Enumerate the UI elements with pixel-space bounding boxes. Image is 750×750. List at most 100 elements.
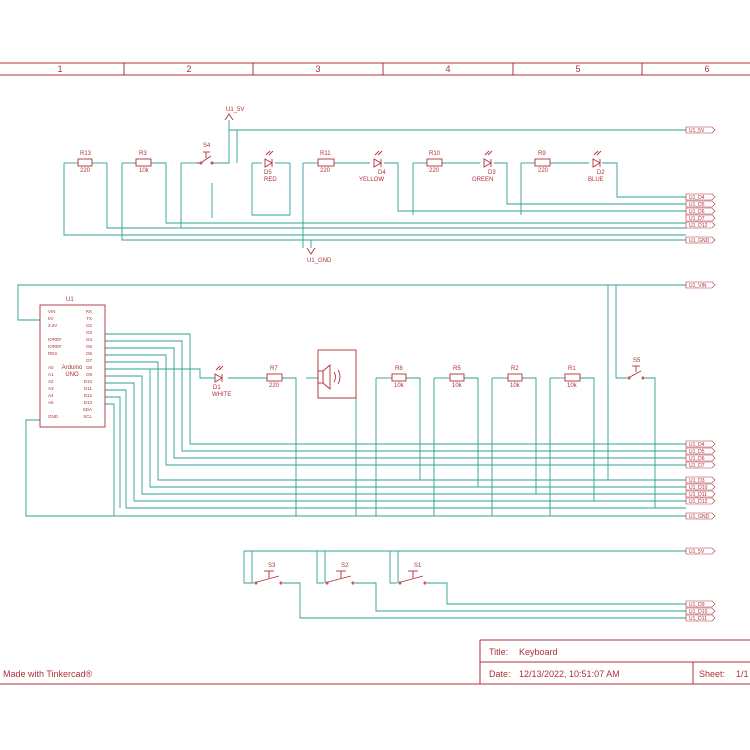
- resistor-r7: R7 220: [266, 366, 283, 389]
- ref-label: R13: [80, 151, 92, 157]
- bottom-ports: U1_5V U1_D9 U1_D10 U1_D11: [685, 547, 716, 622]
- sheet-label: Sheet:: [699, 669, 725, 679]
- ref-label: R11: [320, 151, 331, 157]
- arduino-pin-label: A5: [48, 400, 54, 405]
- arduino-pin-label: A4: [48, 393, 54, 398]
- arduino-pin-label: TX: [86, 316, 92, 321]
- value-label: 220: [429, 168, 440, 174]
- led-d5: D5 RED: [264, 150, 277, 183]
- switch-s5: S5: [627, 358, 645, 380]
- ref-label: R1: [568, 366, 576, 372]
- arduino-pin-label: SCL: [83, 414, 92, 419]
- arduino-pin-label: RX: [86, 309, 92, 314]
- arduino-pin-label: A2: [48, 379, 54, 384]
- arduino-pin-label: D7: [86, 358, 92, 363]
- resistor-r10: R10 220: [426, 151, 443, 174]
- ref-label: R10: [429, 151, 441, 157]
- port-label: U1_GND: [689, 238, 710, 244]
- port-label: U1_D9: [689, 602, 705, 608]
- ref-label: R3: [139, 151, 147, 157]
- arduino-pin-label: IOREF: [48, 337, 62, 342]
- color-label: GREEN: [472, 177, 493, 183]
- column-label: 4: [445, 64, 450, 74]
- resistor-r13: R13 220: [77, 151, 93, 174]
- ref-label: D5: [264, 170, 272, 176]
- resistor-r3: R3 10k: [135, 151, 152, 174]
- arduino-name-line2: UNO: [65, 372, 79, 378]
- resistor-r8: R8 10k: [391, 366, 407, 389]
- switch-s3: S3: [254, 563, 283, 585]
- column-label: 5: [575, 64, 580, 74]
- arduino-pin-label: D13: [84, 400, 93, 405]
- resistor-r5: R5 10k: [449, 366, 465, 389]
- ref-label: R5: [453, 366, 461, 372]
- arduino-pin-label: A1: [48, 372, 54, 377]
- arduino-pin-label: 3.3V: [48, 323, 57, 328]
- arduino-pin-label: D12: [84, 393, 93, 398]
- switch-s4: S4: [196, 143, 214, 165]
- color-label: BLUE: [588, 177, 604, 183]
- ground-net-label: U1_GND: [307, 258, 332, 264]
- port-label: U1_D6: [689, 209, 705, 215]
- port-label: U1_D5: [689, 449, 705, 455]
- arduino-pin-label: D10: [84, 379, 93, 384]
- column-label: 3: [315, 64, 320, 74]
- arduino-pin-label: GND: [48, 414, 59, 419]
- port-label: U1_D11: [689, 616, 707, 622]
- arduino-pin-label: D11: [84, 386, 92, 391]
- middle-wires: [17, 284, 686, 517]
- title-block: Title: Keyboard Date: 12/13/2022, 10:51:…: [479, 639, 750, 684]
- supply-symbol: U1_5V: [224, 107, 244, 121]
- resistor-r1: R1 10k: [564, 366, 581, 389]
- port-label: U1_D4: [689, 442, 705, 448]
- arduino-pin-label: IOREF: [48, 344, 62, 349]
- column-label: 1: [57, 64, 62, 74]
- ground-symbol: U1_GND: [306, 240, 332, 264]
- bottom-wires: [243, 550, 686, 619]
- value-label: 220: [538, 168, 549, 174]
- arduino-pin-label: A0: [48, 365, 54, 370]
- arduino-pin-label: D6: [86, 351, 92, 356]
- ref-label: D3: [488, 170, 496, 176]
- ref-label: D2: [597, 170, 605, 176]
- port-label: U1_D11: [689, 492, 707, 498]
- top-ports: U1_5V U1_D4 U1_D5 U1_D6 U1_D7 U1_D12 U1_…: [685, 126, 716, 244]
- port-label: U1_5V: [689, 128, 705, 134]
- ref-label: S4: [203, 143, 211, 149]
- port-label: U1_D3: [689, 478, 705, 484]
- led-d3: D3 GREEN: [472, 150, 496, 183]
- ref-label: R7: [270, 366, 278, 372]
- title-value: Keyboard: [519, 647, 558, 657]
- made-with-credit: Made with Tinkercad®: [3, 669, 93, 679]
- date-value: 12/13/2022, 10:51:07 AM: [519, 669, 620, 679]
- arduino-pin-label: VIN: [48, 309, 56, 314]
- switch-s2: S2: [325, 563, 355, 585]
- arduino-pin-label: SDA: [83, 407, 92, 412]
- value-label: 220: [269, 383, 280, 389]
- led-d2: D2 BLUE: [588, 150, 605, 183]
- value-label: 10k: [567, 383, 578, 389]
- arduino-pin-label: A3: [48, 386, 54, 391]
- supply-net-label: U1_5V: [226, 107, 244, 113]
- port-label: U1_5V: [689, 549, 705, 555]
- ref-label: R9: [538, 151, 546, 157]
- ref-label: D4: [378, 170, 386, 176]
- ref-label: U1: [66, 297, 74, 303]
- ref-label: S2: [341, 563, 349, 569]
- port-label: U1_D7: [689, 463, 705, 469]
- column-label: 6: [704, 64, 709, 74]
- arduino-uno: U1 Arduino UNO VIN5V3.3VIOREFIOREFRESA0A…: [39, 297, 106, 428]
- ref-label: S5: [633, 358, 641, 364]
- ref-label: R8: [395, 366, 403, 372]
- arduino-name-line1: Arduino: [62, 365, 83, 371]
- color-label: YELLOW: [359, 177, 384, 183]
- resistor-r2: R2 10k: [507, 366, 523, 389]
- port-label: U1_D12: [689, 223, 708, 229]
- ref-label: S1: [414, 563, 422, 569]
- resistor-r11: R11 220: [317, 151, 335, 174]
- led-d1: D1 WHITE: [212, 365, 231, 398]
- ref-label: R2: [511, 366, 519, 372]
- led-d4: D4 YELLOW: [359, 150, 386, 183]
- port-label: U1_D10: [689, 609, 708, 615]
